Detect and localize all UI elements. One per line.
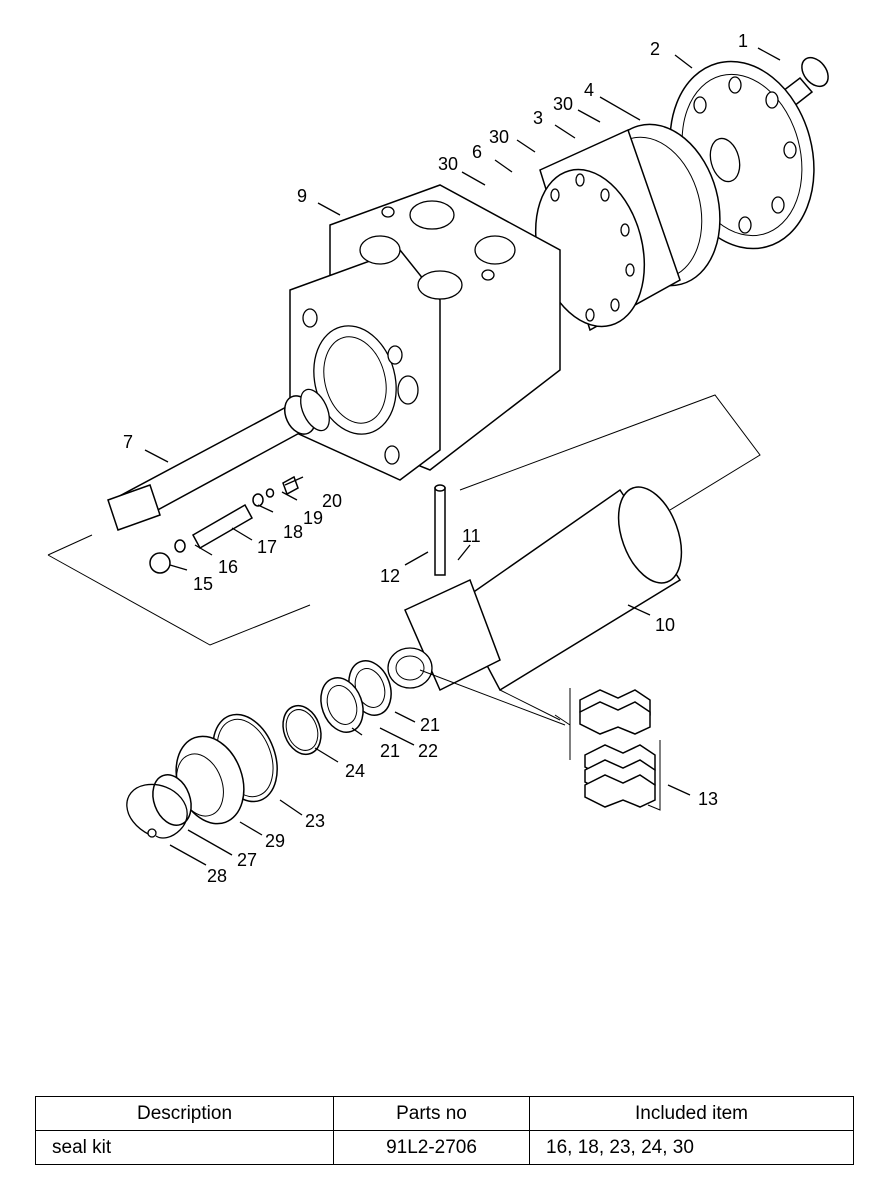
header-parts-no: Parts no — [333, 1096, 530, 1131]
callout-20: 20 — [322, 491, 342, 511]
part-3-stator-ring — [534, 128, 681, 332]
parts-table: Description Parts no Included item seal … — [35, 1096, 854, 1165]
table-header-row: Description Parts no Included item — [35, 1096, 854, 1131]
table-row: seal kit 91L2-2706 16, 18, 23, 24, 30 — [35, 1130, 854, 1165]
callout-30c: 30 — [438, 154, 458, 174]
callout-11: 11 — [462, 526, 481, 546]
callout-30a: 30 — [553, 94, 573, 114]
callout-15: 15 — [193, 574, 213, 594]
part-13-shims — [554, 688, 661, 811]
callout-6: 6 — [472, 142, 482, 162]
part-24-o-ring — [282, 704, 322, 756]
part-21-22-bearing-set — [320, 660, 392, 733]
part-27-washer — [152, 774, 192, 826]
cell-description: seal kit — [35, 1130, 334, 1165]
callout-18: 18 — [283, 522, 303, 542]
callout-24: 24 — [345, 761, 365, 781]
callout-16: 16 — [218, 557, 238, 577]
part-12-pin — [434, 484, 446, 576]
exploded-parts-diagram: 1 2 3 4 6 7 9 10 11 12 13 15 16 17 18 19… — [47, 31, 829, 886]
callout-labels: 1 2 3 4 6 7 9 10 11 12 13 15 16 17 18 19… — [123, 31, 748, 886]
callout-3: 3 — [533, 108, 543, 128]
leader-lines — [144, 47, 781, 866]
header-description: Description — [35, 1096, 334, 1131]
callout-21a: 21 — [420, 715, 440, 735]
callout-2: 2 — [650, 39, 660, 59]
callout-27: 27 — [237, 850, 257, 870]
callout-13: 13 — [698, 789, 718, 809]
callout-10: 10 — [655, 615, 675, 635]
part-9-valve-housing — [289, 184, 561, 481]
cell-included-item: 16, 18, 23, 24, 30 — [529, 1130, 854, 1165]
callout-22: 22 — [418, 741, 438, 761]
assembly-outline — [47, 394, 761, 726]
callout-21b: 21 — [380, 741, 400, 761]
callout-1: 1 — [738, 31, 748, 51]
part-11-bracket — [387, 578, 501, 692]
callout-9: 9 — [297, 186, 307, 206]
callout-17: 17 — [257, 537, 277, 557]
part-28-snap-ring — [126, 783, 188, 839]
part-7-spool-shaft — [107, 388, 330, 531]
callout-23: 23 — [305, 811, 325, 831]
callout-12: 12 — [380, 566, 400, 586]
callout-28: 28 — [207, 866, 227, 886]
callout-7: 7 — [123, 432, 133, 452]
callout-4: 4 — [584, 80, 594, 100]
cell-parts-no: 91L2-2706 — [333, 1130, 530, 1165]
callout-29: 29 — [265, 831, 285, 851]
callout-19: 19 — [303, 508, 323, 528]
callout-30b: 30 — [489, 127, 509, 147]
header-included-item: Included item — [529, 1096, 854, 1131]
parts-15-20-valve-components — [149, 475, 299, 574]
